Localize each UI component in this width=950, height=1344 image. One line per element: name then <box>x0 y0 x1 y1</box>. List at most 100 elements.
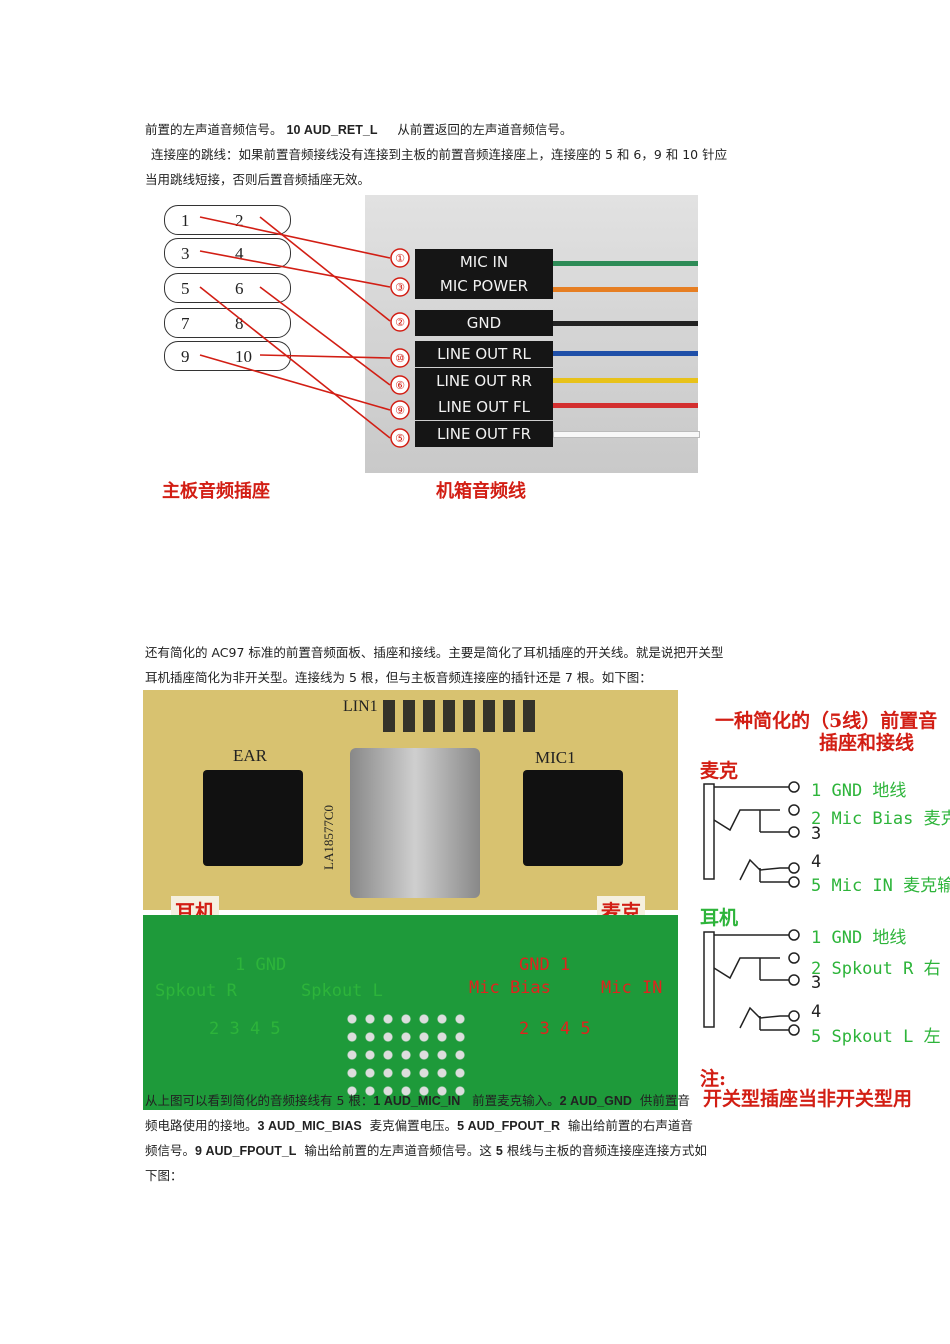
pin-4: 4 <box>235 244 244 263</box>
plug-gnd: GND <box>415 310 553 336</box>
pin-code-mic-bias: 3 AUD_MIC_BIAS <box>257 1119 362 1133</box>
ear-line-2: 2 Spkout R 右 <box>811 959 941 979</box>
ear-line-5: 5 Spkout L 左 <box>811 1027 941 1047</box>
pin-1: 1 <box>181 211 190 230</box>
pin-6: 6 <box>235 279 244 298</box>
mic-line-1: 1 GND 地线 <box>811 781 907 801</box>
five-wire-text-1e: 供前置音 <box>639 1093 690 1108</box>
wire-orange <box>553 287 698 292</box>
usb-port <box>350 748 480 898</box>
jumper-paragraph-line-3: 当用跳线短接，否则后置音频插座无效。 <box>145 172 371 187</box>
five-wire-text-3c: 输出给前置的左声道音频信号。这 <box>304 1143 492 1158</box>
ac97-paragraph-line-2: 耳机插座简化为非开关型。连接线为 5 根，但与主板音频连接座的插针还是 7 根。… <box>145 670 652 685</box>
left-pin-numbers: 2 3 4 5 <box>209 1019 281 1039</box>
part-number: LA18577C0 <box>321 805 336 870</box>
diagram-title-line-2: 插座和接线 <box>819 732 915 754</box>
mic1-label: MIC1 <box>535 748 576 767</box>
pcb-pin-grid <box>343 1010 473 1100</box>
pin-9: 9 <box>181 347 190 366</box>
intro-line-1: 前置的左声道音频信号。 10 AUD_RET_L 从前置返回的左声道音频信号。 <box>145 117 810 143</box>
pin-3: 3 <box>181 244 190 263</box>
mic-bias-label: Mic Bias <box>469 978 551 998</box>
caption-case-cable: 机箱音频线 <box>436 481 526 502</box>
pin-code-fpout-r: 5 AUD_FPOUT_R <box>457 1119 560 1133</box>
five-wire-line-2: 频电路使用的接地。3 AUD_MIC_BIAS 麦克偏置电压。5 AUD_FPO… <box>145 1113 810 1139</box>
wire-black <box>553 321 698 326</box>
lin1-label: LIN1 <box>343 698 378 715</box>
ear-label: EAR <box>233 746 267 765</box>
five-wire-text-2a: 频电路使用的接地。 <box>145 1118 258 1133</box>
wire-yellow <box>553 378 698 383</box>
mic-jack-schematic <box>703 781 800 888</box>
wire-white <box>553 431 700 438</box>
plug-mic-in: MIC IN <box>415 249 553 275</box>
pin-header-black <box>383 700 543 732</box>
pin-5: 5 <box>181 279 190 298</box>
figure-simplified-panel: LIN1 EAR MIC1 LA18577C0 耳机 麦克 1 GND Spko… <box>143 690 950 1110</box>
front-panel-board-top: LIN1 EAR MIC1 LA18577C0 <box>143 690 678 910</box>
ear-line-1: 1 GND 地线 <box>811 928 907 948</box>
diagram-note-text: 开关型插座当非开关型用 <box>703 1088 913 1110</box>
mic-in-label: Mic IN <box>601 978 663 998</box>
diagram-ear-label: 耳机 <box>700 907 739 929</box>
badge-10: ⑩ <box>395 352 405 365</box>
plug-line-out-rl: LINE OUT RL <box>415 341 553 367</box>
five-count: 5 <box>495 1144 503 1158</box>
ac97-paragraph-line-1: 还有简化的 AC97 标准的前置音频面板、插座和接线。主要是简化了耳机插座的开关… <box>145 645 724 660</box>
plug-line-out-rr: LINE OUT RR <box>415 368 553 394</box>
audio-cable-photo: MIC IN MIC POWER GND LINE OUT RL LINE OU… <box>365 195 700 473</box>
badge-9: ⑨ <box>395 404 405 417</box>
plug-line-out-fl: LINE OUT FL <box>415 394 553 420</box>
pin-row-3-4: 3 4 <box>164 238 291 268</box>
pin-2: 2 <box>235 211 244 230</box>
badge-2: ② <box>395 316 405 329</box>
spkout-l-label: Spkout L <box>301 981 383 1001</box>
pin-code-aud-gnd: 2 AUD_GND <box>559 1094 632 1108</box>
plug-line-out-fr: LINE OUT FR <box>415 421 553 447</box>
pin-row-5-6: 5 6 <box>164 273 291 303</box>
five-wire-text-2c: 麦克偏置电压。 <box>369 1118 458 1133</box>
figure-header-wiring: MIC IN MIC POWER GND LINE OUT RL LINE OU… <box>160 195 700 515</box>
five-wire-text-3e: 根线与主板的音频连接座连接方式如 <box>506 1143 707 1158</box>
badge-5: ⑤ <box>395 432 405 445</box>
diagram-note-label: 注: <box>700 1068 727 1090</box>
caption-motherboard-header: 主板音频插座 <box>162 481 270 502</box>
badge-3: ③ <box>395 281 405 294</box>
wiring-lines: ① ③ ② ⑩ ⑥ ⑨ ⑤ <box>199 216 410 448</box>
badge-6: ⑥ <box>395 379 405 392</box>
five-wire-text-1a: 从上图可以看到简化的音频接线有 5 根： <box>145 1093 374 1108</box>
right-pin-numbers: 2 3 4 5 <box>519 1019 591 1039</box>
intro-text: 前置的左声道音频信号。 <box>145 122 283 137</box>
diagram-title-line-1: 一种简化的（5线）前置音 <box>715 710 938 732</box>
five-wire-line-4: 下图： <box>145 1168 183 1183</box>
wire-red <box>553 403 698 408</box>
wire-blue <box>553 351 698 356</box>
badge-1: ① <box>395 252 405 265</box>
diagram-mic-label: 麦克 <box>700 760 739 782</box>
plug-mic-power: MIC POWER <box>415 273 553 299</box>
jumper-paragraph-line-2: 连接座的跳线：如果前置音频接线没有连接到主板的前置音频连接座上，连接座的 5 和… <box>151 147 728 162</box>
mic-jack <box>523 770 623 866</box>
five-wire-text-3a: 频信号。 <box>145 1143 196 1158</box>
ear-jack-schematic <box>703 929 800 1036</box>
five-wire-line-3: 频信号。9 AUD_FPOUT_L 输出给前置的左声道音频信号。这 5 根线与主… <box>145 1138 810 1164</box>
ear-jack <box>203 770 303 866</box>
left-gnd-label: 1 GND <box>235 955 287 975</box>
five-wire-text-2e: 输出给前置的右声道音 <box>567 1118 693 1133</box>
front-panel-board-bottom: 1 GND Spkout R Spkout L 2 3 4 5 GND 1 Mi… <box>143 915 678 1110</box>
pin-7: 7 <box>181 314 190 333</box>
pin-code-fpout-l: 9 AUD_FPOUT_L <box>195 1144 297 1158</box>
pin-code-aud-ret-l: 10 AUD_RET_L <box>286 123 378 137</box>
pin-8: 8 <box>235 314 244 333</box>
mic-line-4: 4 <box>811 852 822 872</box>
mic-line-2: 2 Mic Bias 麦克 <box>811 809 950 829</box>
ear-line-3: 3 <box>811 973 822 993</box>
right-gnd-label: GND 1 <box>519 955 571 975</box>
five-wire-text-1c: 前置麦克输入。 <box>472 1093 560 1108</box>
pin-10: 10 <box>235 347 252 366</box>
intro-text-2: 从前置返回的左声道音频信号。 <box>397 122 573 137</box>
mic-line-5: 5 Mic IN 麦克输 <box>811 876 950 896</box>
mic-line-3: 3 <box>811 824 822 844</box>
spkout-r-label: Spkout R <box>155 981 237 1001</box>
five-wire-line-1: 从上图可以看到简化的音频接线有 5 根：1 AUD_MIC_IN 前置麦克输入。… <box>145 1088 810 1114</box>
